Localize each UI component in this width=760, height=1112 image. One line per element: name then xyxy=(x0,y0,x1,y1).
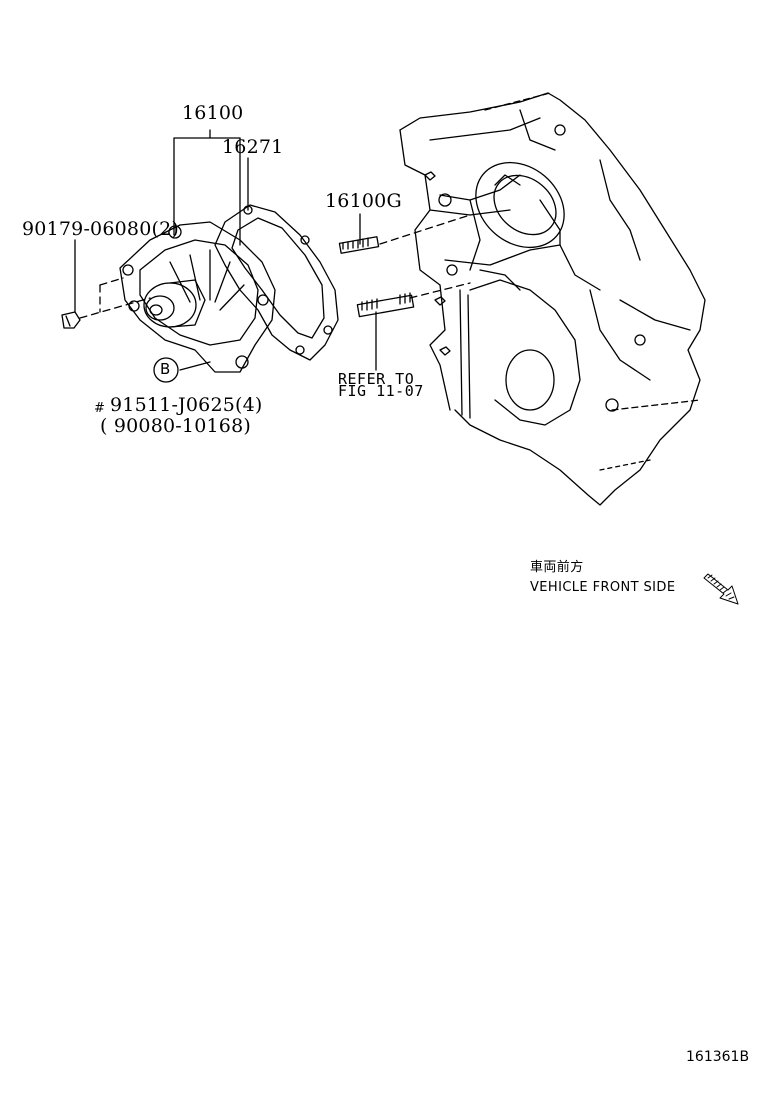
label-part-16100g: 16100G xyxy=(325,190,402,212)
dashed-guide-lines xyxy=(79,214,471,319)
nut-90179 xyxy=(61,311,81,329)
vehicle-front-jp: 車両前方 xyxy=(530,560,584,575)
label-part-16271: 16271 xyxy=(222,136,284,158)
label-part-16100: 16100 xyxy=(182,102,244,124)
vehicle-front-en: VEHICLE FRONT SIDE xyxy=(530,580,676,595)
label-part-91511: 91511-J0625(4) xyxy=(110,394,263,416)
engine-block xyxy=(399,92,706,506)
leader-lines xyxy=(74,129,377,371)
water-pump-16100 xyxy=(119,221,276,373)
refer-line-1: REFER TO xyxy=(338,370,415,388)
callout-b-label: B xyxy=(160,360,171,378)
hash-mark: # xyxy=(94,401,105,416)
gasket-16271 xyxy=(214,204,339,361)
refer-line-2: FIG 11-07 xyxy=(338,382,424,400)
callout-b-circle xyxy=(153,357,179,383)
diagram-id: 161361B xyxy=(686,1049,750,1065)
label-part-90080: ( 90080-10168) xyxy=(100,415,251,437)
stud-bolts-16100G xyxy=(338,236,415,318)
label-part-90179: 90179-06080(2) xyxy=(22,218,180,240)
vehicle-front-arrow-icon xyxy=(703,573,739,605)
